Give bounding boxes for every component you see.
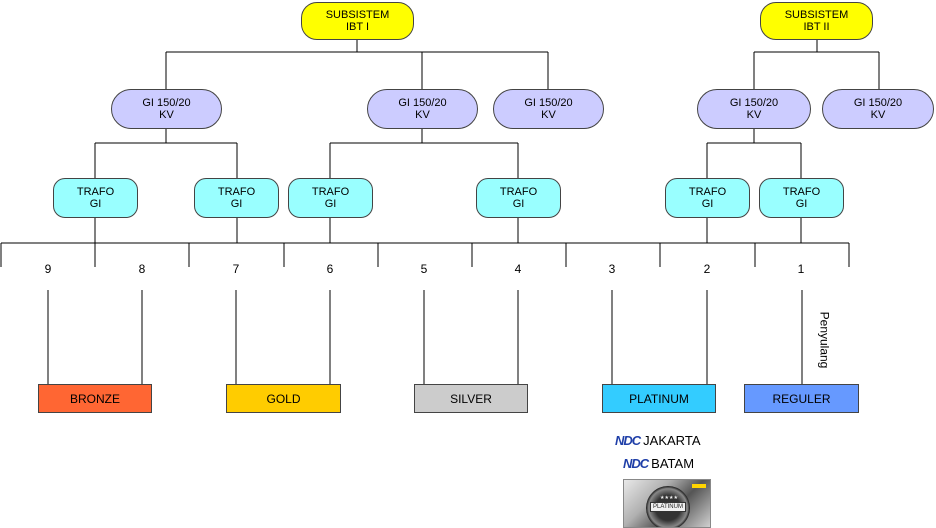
node-line-2: GI [795,198,808,210]
node-line-2: KV [870,109,886,121]
node-line-2: GI [512,198,525,210]
trafo-gi-node-3: TRAFO GI [288,178,373,218]
platinum-category-box: PLATINUM [602,384,716,413]
penyulang-label: Penyulang [817,311,832,369]
node-line-2: GI [701,198,714,210]
ndc-batam-logo: NDC BATAM [623,456,694,471]
ndc-batam-text: BATAM [651,456,695,471]
gi-node-1: GI 150/20 KV [111,89,222,129]
node-line-2: KV [541,109,556,121]
badge-stars-icon: ★★★★ [660,495,678,501]
gold-category-box: GOLD [226,384,341,413]
subsistem-ibt-1-node: SUBSISTEM IBT I [301,2,414,40]
feeder-number-9: 9 [44,262,52,276]
node-line-1: GI 150/20 [142,97,191,109]
feeder-number-7: 7 [232,262,240,276]
trafo-gi-node-6: TRAFO GI [759,178,844,218]
node-line-1: TRAFO [217,186,256,198]
trafo-gi-node-5: TRAFO GI [665,178,750,218]
ndc-logo-mark: NDC [615,433,641,448]
ndc-jakarta-text: JAKARTA [643,433,701,448]
subsistem-ibt-2-node: SUBSISTEM IBT II [760,2,873,40]
node-line-1: GI 150/20 [398,97,447,109]
node-line-1: TRAFO [499,186,538,198]
gi-node-2: GI 150/20 KV [367,89,478,129]
feeder-number-8: 8 [138,262,146,276]
feeder-number-1: 1 [797,262,805,276]
node-line-1: SUBSISTEM [325,9,390,21]
gi-node-5: GI 150/20 KV [822,89,934,129]
feeder-number-6: 6 [326,262,334,276]
node-line-2: IBT II [803,21,830,33]
node-line-1: TRAFO [782,186,821,198]
node-line-2: IBT I [345,21,370,33]
node-line-1: TRAFO [76,186,115,198]
feeder-number-5: 5 [420,262,428,276]
node-line-2: KV [159,109,174,121]
node-line-1: SUBSISTEM [784,9,849,21]
reguler-category-box: REGULER [744,384,859,413]
trafo-gi-node-2: TRAFO GI [194,178,279,218]
feeder-number-3: 3 [608,262,616,276]
badge-ribbon: PLATINUM [650,502,686,512]
feeder-number-4: 4 [514,262,522,276]
gi-node-4: GI 150/20 KV [697,89,811,129]
gi-node-3: GI 150/20 KV [493,89,604,129]
node-line-1: TRAFO [688,186,727,198]
trafo-gi-node-1: TRAFO GI [53,178,138,218]
ndc-logo-mark: NDC [623,456,649,471]
node-line-2: GI [89,198,102,210]
pln-logo-icon [692,484,706,488]
node-line-1: TRAFO [311,186,350,198]
feeder-number-2: 2 [703,262,711,276]
node-line-1: GI 150/20 [853,97,903,109]
node-line-2: KV [746,109,762,121]
node-line-2: GI [324,198,337,210]
node-line-1: GI 150/20 [524,97,573,109]
ndc-jakarta-logo: NDC JAKARTA [615,433,701,448]
trafo-gi-node-4: TRAFO GI [476,178,561,218]
silver-category-box: SILVER [414,384,528,413]
node-line-1: GI 150/20 [729,97,779,109]
bronze-category-box: BRONZE [38,384,152,413]
platinum-badge-image: ★★★★ PLATINUM [623,479,711,528]
node-line-2: KV [415,109,430,121]
node-line-2: GI [230,198,243,210]
